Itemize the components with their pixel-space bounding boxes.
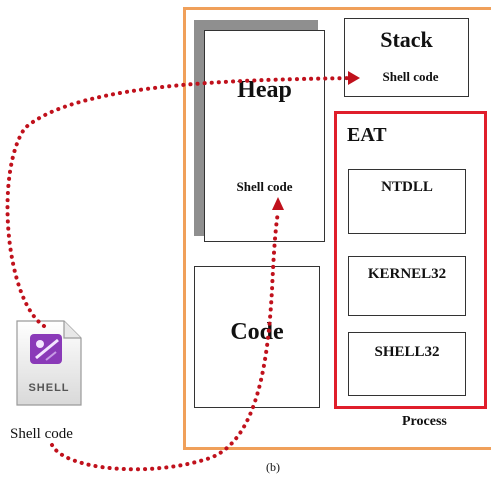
heap-box: Heap Shell code [204,30,325,242]
eat-box: EAT NTDLL KERNEL32 SHELL32 [334,111,487,409]
ntdll-box: NTDLL [348,169,466,234]
kernel32-label: KERNEL32 [367,266,447,282]
process-label: Process [402,414,447,429]
arrowhead-stack [348,71,360,85]
code-label: Code [230,319,284,345]
process-frame [183,7,491,450]
eat-label: EAT [347,124,387,146]
heap-shellcode-label: Shell code [236,179,293,194]
arrow-to-stack [5,76,352,328]
stack-label: Stack [380,27,433,52]
kernel32-box: KERNEL32 [348,256,466,316]
arrowhead-heap [272,197,284,210]
shell-file-icon: SHELL [14,318,84,408]
arrow-to-heap [50,210,280,472]
ntdll-label: NTDLL [381,179,433,195]
shell32-label: SHELL32 [374,344,440,360]
file-icon-text: SHELL [28,382,70,394]
file-caption: Shell code [10,426,73,442]
code-box: Code [194,266,320,408]
stack-box: Stack Shell code [344,18,469,97]
figure-label: (b) [266,460,280,474]
stack-shellcode-label: Shell code [382,69,439,84]
document-icon [16,320,82,406]
shell32-box: SHELL32 [348,332,466,396]
